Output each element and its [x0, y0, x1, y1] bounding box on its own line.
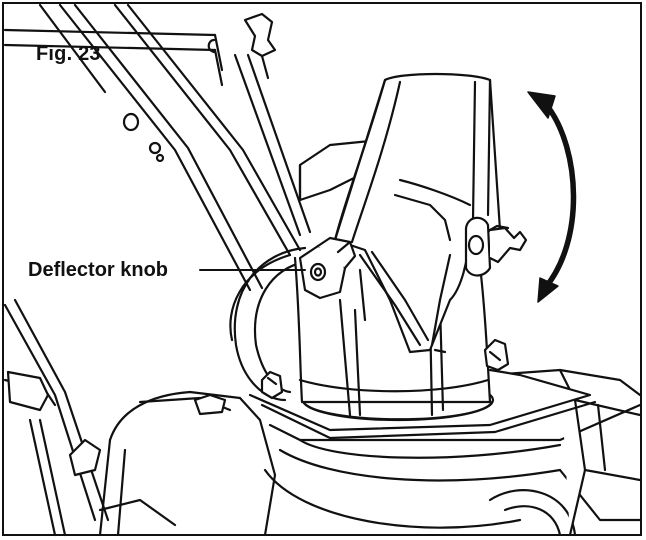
figure-border — [2, 2, 642, 536]
figure-label: Fig. 23 — [36, 43, 101, 65]
left-lower-handle — [3, 298, 177, 537]
deflector — [333, 72, 502, 354]
callout-deflector-knob-label: Deflector knob — [28, 259, 169, 281]
base-fasteners — [260, 338, 510, 400]
rotation-arrow — [527, 91, 577, 303]
handle-tubes — [38, 3, 312, 292]
handle-upper-bar — [3, 12, 277, 87]
right-knob — [464, 216, 528, 277]
deflector-knob — [298, 236, 357, 300]
